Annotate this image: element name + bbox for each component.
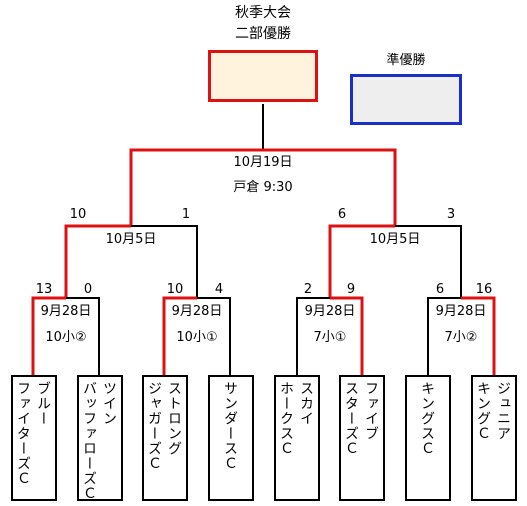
- team-1-line-1: ブルー: [35, 381, 51, 426]
- team-4-line-1: サンダースＣ: [222, 381, 238, 471]
- r1-2-venue: 10小①: [176, 330, 218, 345]
- team-5-line-1: スカイ: [298, 381, 314, 426]
- r1-1-venue: 10小②: [45, 330, 87, 345]
- sf2-left-score: 6: [337, 207, 347, 222]
- line-sf1-right: [131, 225, 198, 298]
- r1-4-date: 9月28日: [435, 304, 487, 319]
- team-8-line-1: ジュニア: [495, 381, 511, 441]
- r1-4-left-score: 6: [435, 282, 445, 297]
- sf1-right-score: 1: [181, 207, 191, 222]
- r1-4-venue: 7小②: [444, 330, 478, 345]
- final-date: 10月19日: [233, 155, 293, 170]
- team-box-1: ブルー ファイターズＣ: [11, 375, 57, 501]
- r1-3-venue: 7小①: [313, 330, 347, 345]
- line-sf2-left: [328, 224, 395, 298]
- line-r1-2-right: [197, 297, 231, 375]
- sf2-right-score: 3: [446, 207, 456, 222]
- champion-box: [208, 50, 318, 102]
- line-r1-2-left: [162, 296, 197, 375]
- r1-3-left-score: 2: [303, 282, 313, 297]
- team-box-6: ファイブ スターズＣ: [339, 375, 385, 501]
- line-r1-3-right: [330, 296, 364, 375]
- team-1-line-2: ファイターズＣ: [15, 381, 31, 486]
- team-box-2: ツイン バッファローズＣ: [77, 375, 123, 501]
- team-5-line-2: ホークスＣ: [278, 381, 294, 456]
- r1-4-right-score: 16: [475, 282, 493, 297]
- team-3-line-1: ストロング: [166, 381, 182, 456]
- sf1-left-score: 10: [69, 207, 87, 222]
- tournament-subtitle: 二部優勝: [235, 26, 291, 42]
- r1-1-right-score: 0: [83, 282, 93, 297]
- line-r1-4-left: [427, 297, 461, 375]
- line-r1-3-left: [296, 297, 330, 375]
- team-2-line-1: ツイン: [101, 381, 117, 426]
- team-6-line-2: スターズＣ: [343, 381, 359, 456]
- r1-2-left-score: 10: [166, 282, 184, 297]
- team-box-7: キングスＣ: [405, 375, 451, 501]
- team-box-3: ストロング ジャガーズＣ: [142, 375, 188, 501]
- line-r1-1-left: [31, 296, 66, 375]
- team-2-line-2: バッファローズＣ: [81, 381, 97, 501]
- line-final-right: [263, 148, 397, 226]
- sf2-date: 10月5日: [369, 232, 421, 247]
- r1-2-right-score: 4: [214, 282, 224, 297]
- team-box-5: スカイ ホークスＣ: [274, 375, 320, 501]
- r1-3-date: 9月28日: [304, 304, 356, 319]
- r1-3-right-score: 9: [346, 282, 356, 297]
- sf1-date: 10月5日: [105, 232, 157, 247]
- final-venue: 戸倉 9:30: [233, 180, 293, 195]
- team-3-line-2: ジャガーズＣ: [146, 381, 162, 471]
- team-box-4: サンダースＣ: [208, 375, 254, 501]
- r1-2-date: 9月28日: [171, 304, 223, 319]
- tournament-title: 秋季大会: [235, 5, 291, 21]
- team-6-line-1: ファイブ: [363, 381, 379, 441]
- line-sf1-left: [64, 224, 131, 298]
- team-8-line-2: キングＣ: [475, 381, 491, 441]
- r1-1-date: 9月28日: [40, 304, 92, 319]
- line-final-left: [129, 148, 263, 226]
- r1-1-left-score: 13: [35, 282, 53, 297]
- runner-up-label: 準優勝: [386, 53, 426, 68]
- line-sf2-right: [395, 225, 462, 298]
- team-7-line-1: キングスＣ: [419, 381, 435, 456]
- line-r1-4-right: [461, 296, 496, 375]
- line-r1-1-right: [66, 297, 100, 375]
- team-box-8: ジュニア キングＣ: [471, 375, 517, 501]
- runner-up-box: [350, 74, 462, 125]
